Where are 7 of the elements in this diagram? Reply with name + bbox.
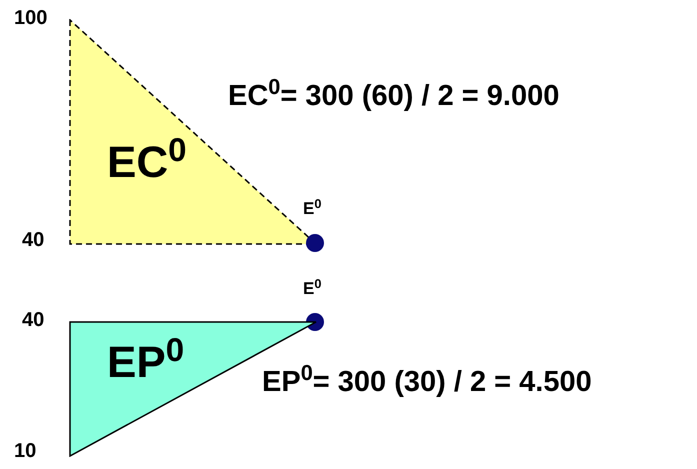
axis-value: 40: [22, 310, 44, 330]
axis-value: 40: [22, 230, 44, 250]
point-label: E$^{0}$: [303, 280, 322, 297]
point-marker: [306, 234, 324, 252]
point-label: E$^{0}$: [303, 200, 322, 217]
axis-value: 100: [14, 8, 48, 28]
axis-value: 10: [14, 441, 36, 461]
